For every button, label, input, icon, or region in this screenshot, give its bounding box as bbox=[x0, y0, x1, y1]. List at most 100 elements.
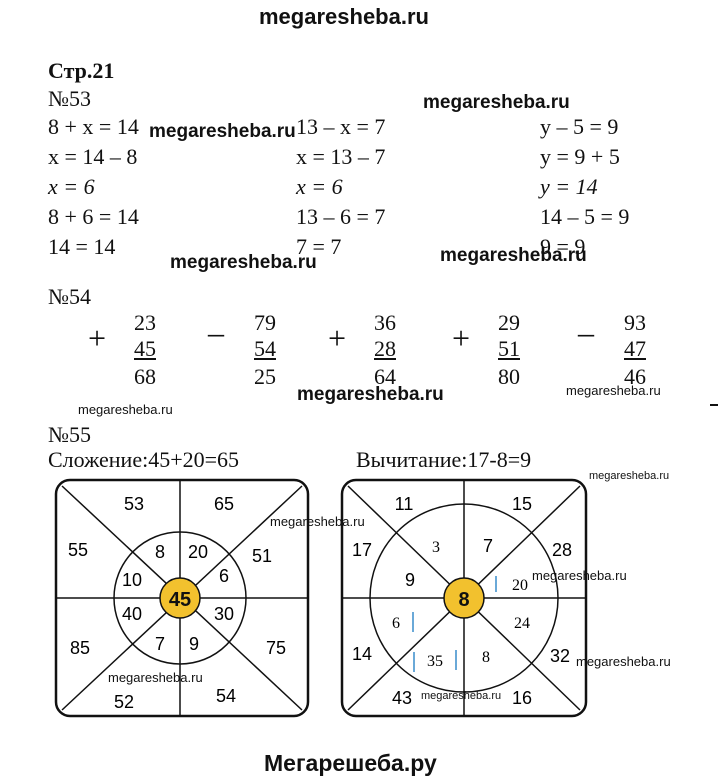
bottom-value: 51 bbox=[498, 336, 520, 361]
inner-number: 6 bbox=[219, 566, 229, 586]
inner-number: 9 bbox=[189, 634, 199, 654]
task-label: №54 bbox=[48, 284, 91, 309]
outer-number: 51 bbox=[252, 546, 272, 566]
inner-number: 6 bbox=[392, 615, 400, 632]
top-number: 79 bbox=[254, 310, 276, 335]
outer-number: 32 bbox=[550, 646, 570, 666]
equation-line: 8 + 6 = 14 bbox=[48, 204, 139, 229]
outer-number: 52 bbox=[114, 692, 134, 712]
result-number: 64 bbox=[374, 364, 396, 389]
outer-number: 43 bbox=[392, 688, 412, 708]
stray-mark bbox=[710, 404, 718, 406]
center-number: 8 bbox=[458, 589, 469, 611]
operator: + bbox=[452, 320, 471, 356]
equation-line: x = 14 – 8 bbox=[48, 144, 138, 169]
column-subtraction: – 79 54 25 bbox=[208, 312, 288, 388]
outer-number: 53 bbox=[124, 494, 144, 514]
bottom-number: 45 bbox=[110, 338, 156, 360]
bottom-number: 51 bbox=[474, 338, 520, 360]
top-number: 93 bbox=[624, 310, 646, 335]
operator: – bbox=[208, 314, 224, 350]
outer-number: 55 bbox=[68, 540, 88, 560]
page-title: Стр.21 bbox=[48, 58, 115, 83]
equation-column: 13 – x = 7 x = 13 – 7 x = 6 13 – 6 = 7 7… bbox=[296, 116, 385, 266]
inner-number: 9 bbox=[405, 570, 415, 590]
watermark: megaresheba.ru bbox=[170, 252, 317, 273]
equation-line: x = 13 – 7 bbox=[296, 144, 386, 169]
result-number: 46 bbox=[624, 364, 646, 389]
center-number: 45 bbox=[169, 589, 191, 611]
equation-line: 13 – x = 7 bbox=[296, 114, 386, 139]
watermark: megaresheba.ru bbox=[589, 470, 670, 482]
outer-number: 54 bbox=[216, 686, 236, 706]
inner-number: 7 bbox=[483, 536, 493, 556]
equation-column: 8 + x = 14 x = 14 – 8 x = 6 8 + 6 = 14 1… bbox=[48, 116, 139, 266]
inner-number: 3 bbox=[432, 539, 440, 556]
column-addition: + 23 45 68 bbox=[88, 312, 168, 388]
outer-number: 11 bbox=[395, 494, 414, 514]
equation-line: 14 = 14 bbox=[48, 234, 116, 259]
equation-line: y – 5 = 9 bbox=[540, 114, 619, 139]
operator: + bbox=[328, 320, 347, 356]
inner-number: 30 bbox=[214, 604, 234, 624]
outer-number: 75 bbox=[266, 638, 286, 658]
bottom-number: 28 bbox=[350, 338, 396, 360]
watermark: megaresheba.ru bbox=[576, 654, 671, 669]
equation-line: 8 + x = 14 bbox=[48, 114, 139, 139]
column-addition: + 29 51 80 bbox=[452, 312, 532, 388]
outer-number: 65 bbox=[214, 494, 234, 514]
inner-number: 7 bbox=[155, 634, 165, 654]
bottom-value: 47 bbox=[624, 336, 646, 361]
outer-number: 15 bbox=[512, 494, 532, 514]
equation-line: 7 = 7 bbox=[296, 234, 342, 259]
operator: + bbox=[88, 320, 107, 356]
result-number: 80 bbox=[498, 364, 520, 389]
equation-line: x = 6 bbox=[296, 174, 343, 199]
inner-number: 20 bbox=[512, 577, 528, 594]
inner-number: 8 bbox=[155, 542, 165, 562]
watermark: megaresheba.ru bbox=[108, 670, 203, 685]
watermark-bottom: Мегарешеба.ру bbox=[264, 750, 437, 776]
inner-number: 20 bbox=[188, 542, 208, 562]
watermark: megaresheba.ru bbox=[421, 690, 502, 702]
column-addition: + 36 28 64 bbox=[328, 312, 408, 388]
bottom-value: 54 bbox=[254, 336, 276, 361]
outer-number: 17 bbox=[352, 540, 372, 560]
equation-line: y = 9 + 5 bbox=[540, 144, 620, 169]
inner-number: 8 bbox=[482, 649, 490, 666]
top-number: 36 bbox=[374, 310, 396, 335]
equation-column: y – 5 = 9 y = 9 + 5 y = 14 14 – 5 = 9 9 … bbox=[540, 116, 629, 266]
result-number: 25 bbox=[254, 364, 276, 389]
task-label: №53 bbox=[48, 86, 91, 111]
watermark: megaresheba.ru bbox=[78, 402, 173, 417]
watermark: megaresheba.ru bbox=[423, 92, 570, 113]
addition-square-diagram: 45 53 65 55 51 85 75 52 54 8 20 10 6 40 … bbox=[54, 478, 310, 718]
watermark: megaresheba.ru bbox=[297, 384, 444, 405]
column-subtraction: – 93 47 46 bbox=[578, 312, 658, 388]
outer-number: 85 bbox=[70, 638, 90, 658]
result-number: 68 bbox=[134, 364, 156, 389]
bottom-value: 28 bbox=[374, 336, 396, 361]
watermark: megaresheba.ru bbox=[566, 383, 661, 398]
equation-line: 13 – 6 = 7 bbox=[296, 204, 386, 229]
top-number: 23 bbox=[134, 310, 156, 335]
outer-number: 16 bbox=[512, 688, 532, 708]
equation-line: 9 = 9 bbox=[540, 234, 586, 259]
task-label: №55 bbox=[48, 422, 91, 447]
caption-addition: Сложение:45+20=65 bbox=[48, 447, 240, 472]
equation-line: x = 6 bbox=[48, 174, 95, 199]
bottom-value: 45 bbox=[134, 336, 156, 361]
equation-line: 14 – 5 = 9 bbox=[540, 204, 630, 229]
caption-subtraction: Вычитание:17-8=9 bbox=[356, 447, 532, 472]
watermark-top: megaresheba.ru bbox=[259, 4, 429, 29]
outer-number: 14 bbox=[352, 644, 372, 664]
inner-number: 35 bbox=[427, 653, 443, 670]
bottom-number: 54 bbox=[230, 338, 276, 360]
equation-line: y = 14 bbox=[540, 174, 598, 199]
bottom-number: 47 bbox=[600, 338, 646, 360]
watermark: megaresheba.ru bbox=[149, 121, 296, 142]
inner-number: 24 bbox=[514, 615, 530, 632]
operator: – bbox=[578, 314, 594, 350]
outer-number: 28 bbox=[552, 540, 572, 560]
inner-number: 40 bbox=[122, 604, 142, 624]
